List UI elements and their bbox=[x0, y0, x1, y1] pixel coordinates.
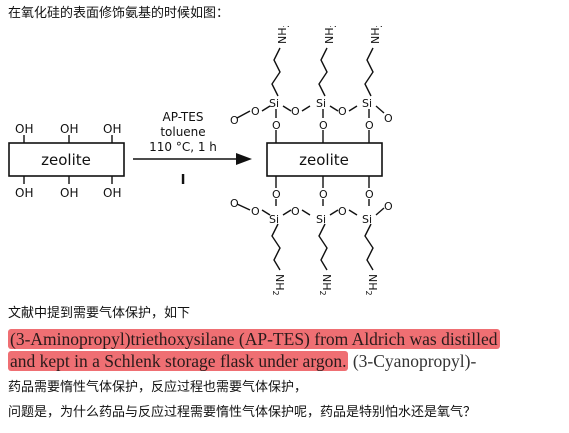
arrow-head bbox=[236, 153, 252, 165]
methyl-o: O bbox=[384, 112, 393, 125]
bond bbox=[348, 209, 358, 216]
zeolite-label: zeolite bbox=[41, 151, 91, 169]
propyl-chain bbox=[271, 47, 281, 97]
svg-text:NH2: NH2 bbox=[369, 26, 384, 44]
si-atom: Si bbox=[362, 213, 372, 226]
propyl-chain bbox=[364, 223, 374, 271]
si-atom: Si bbox=[269, 213, 279, 226]
propyl-chain bbox=[318, 47, 328, 97]
highlighted-text: and kept in a Schlenk storage flask unde… bbox=[8, 351, 349, 371]
top-atoms: O O Si O Si O Si O O O O bbox=[230, 97, 393, 132]
note-text: 文献中提到需要气体保护，如下 bbox=[8, 306, 191, 321]
o-atom: O bbox=[338, 105, 347, 118]
o-atom: O bbox=[338, 205, 347, 218]
svg-text:NH2: NH2 bbox=[323, 26, 338, 44]
bond bbox=[236, 110, 251, 119]
quote-line-2: and kept in a Schlenk storage flask unde… bbox=[8, 350, 568, 372]
oh-groups: OH OH OH OH OH OH bbox=[15, 122, 121, 200]
o-atom: O bbox=[291, 105, 300, 118]
oh-label: OH bbox=[60, 186, 78, 200]
bond bbox=[348, 105, 358, 112]
reaction-scheme: OH OH OH OH OH OH zeolite AP-TES toluen bbox=[8, 26, 393, 296]
nh2-group: NH2 bbox=[276, 26, 291, 44]
zeolite-box bbox=[8, 142, 125, 177]
bottom-siloxane bbox=[236, 176, 385, 271]
svg-text:NH2: NH2 bbox=[276, 26, 291, 44]
si-atom: Si bbox=[316, 213, 326, 226]
top-siloxane bbox=[236, 47, 385, 143]
bond bbox=[261, 105, 271, 112]
o-atom: O bbox=[365, 119, 374, 132]
bond bbox=[329, 209, 339, 216]
nh2-group: NH2 bbox=[369, 26, 384, 44]
nh2-group: NH2 bbox=[364, 274, 379, 296]
propyl-chain bbox=[318, 223, 328, 271]
bond bbox=[375, 207, 385, 216]
question-text: 问题是，为什么药品与反应过程需要惰性气体保护呢，药品是特别怕水还是氧气？ bbox=[8, 405, 477, 420]
bond bbox=[375, 105, 385, 114]
o-atom: O bbox=[319, 188, 328, 201]
si-atom: Si bbox=[269, 97, 279, 110]
o-atom: O bbox=[291, 205, 300, 218]
methyl-o: O bbox=[230, 114, 239, 127]
bond bbox=[282, 105, 292, 112]
drug-protection-text: 药品需要惰性气体保护，反应过程也需要气体保护， bbox=[8, 380, 308, 395]
top-amines: NH2 NH2 NH2 bbox=[276, 26, 384, 44]
bond bbox=[261, 209, 271, 216]
bond bbox=[301, 209, 311, 216]
methyl-o: O bbox=[230, 197, 239, 210]
bond bbox=[329, 105, 339, 112]
product-zeolite: O O Si O Si O Si O O O O NH2 NH2 NH2 zeo… bbox=[230, 26, 393, 296]
conditions-label: 110 °C, 1 h bbox=[149, 140, 217, 154]
svg-text:NH2: NH2 bbox=[318, 274, 333, 296]
svg-text:NH2: NH2 bbox=[364, 274, 379, 296]
zeolite-label: zeolite bbox=[299, 151, 349, 169]
oh-bottom: OH OH OH bbox=[15, 186, 121, 200]
quote-tail: (3-Cyanopropyl)- bbox=[348, 351, 477, 371]
o-atom: O bbox=[251, 105, 260, 118]
step-label: I bbox=[181, 173, 186, 188]
methyl-o: O bbox=[384, 200, 393, 213]
o-atom: O bbox=[272, 119, 281, 132]
quote-line-1: (3-Aminopropyl)triethoxysilane (AP-TES) … bbox=[8, 328, 568, 350]
oh-top-bonds bbox=[23, 135, 113, 184]
reagent-label: AP-TES bbox=[163, 110, 204, 124]
reactant-zeolite: OH OH OH OH OH OH zeolite bbox=[8, 122, 125, 200]
reaction-arrow-group: AP-TES toluene 110 °C, 1 h I bbox=[133, 110, 252, 188]
oh-label: OH bbox=[103, 186, 121, 200]
propyl-chain bbox=[271, 223, 281, 271]
oh-label: OH bbox=[15, 122, 33, 136]
literature-quote: (3-Aminopropyl)triethoxysilane (AP-TES) … bbox=[8, 328, 568, 372]
bond bbox=[236, 203, 251, 211]
o-atom: O bbox=[251, 205, 260, 218]
nh2-group: NH2 bbox=[318, 274, 333, 296]
bond bbox=[301, 105, 311, 112]
intro-text: 在氧化硅的表面修饰氨基的时候如图： bbox=[8, 6, 230, 21]
bottom-amines: NH2 NH2 NH2 bbox=[271, 274, 379, 296]
oh-label: OH bbox=[60, 122, 78, 136]
svg-text:NH2: NH2 bbox=[271, 274, 286, 296]
oh-label: OH bbox=[15, 186, 33, 200]
solvent-label: toluene bbox=[160, 125, 205, 139]
propyl-chain bbox=[364, 47, 374, 97]
zeolite-box bbox=[266, 142, 383, 177]
si-atom: Si bbox=[362, 97, 372, 110]
nh2-group: NH2 bbox=[323, 26, 338, 44]
o-atom: O bbox=[365, 188, 374, 201]
o-atom: O bbox=[319, 119, 328, 132]
bottom-atoms: O O O O O Si O Si O Si O bbox=[230, 188, 393, 226]
o-atom: O bbox=[272, 188, 281, 201]
nh2-group: NH2 bbox=[271, 274, 286, 296]
highlighted-text: (3-Aminopropyl)triethoxysilane (AP-TES) … bbox=[8, 329, 500, 349]
bond bbox=[282, 209, 292, 216]
oh-label: OH bbox=[103, 122, 121, 136]
oh-top: OH OH OH bbox=[15, 122, 121, 136]
si-atom: Si bbox=[316, 97, 326, 110]
